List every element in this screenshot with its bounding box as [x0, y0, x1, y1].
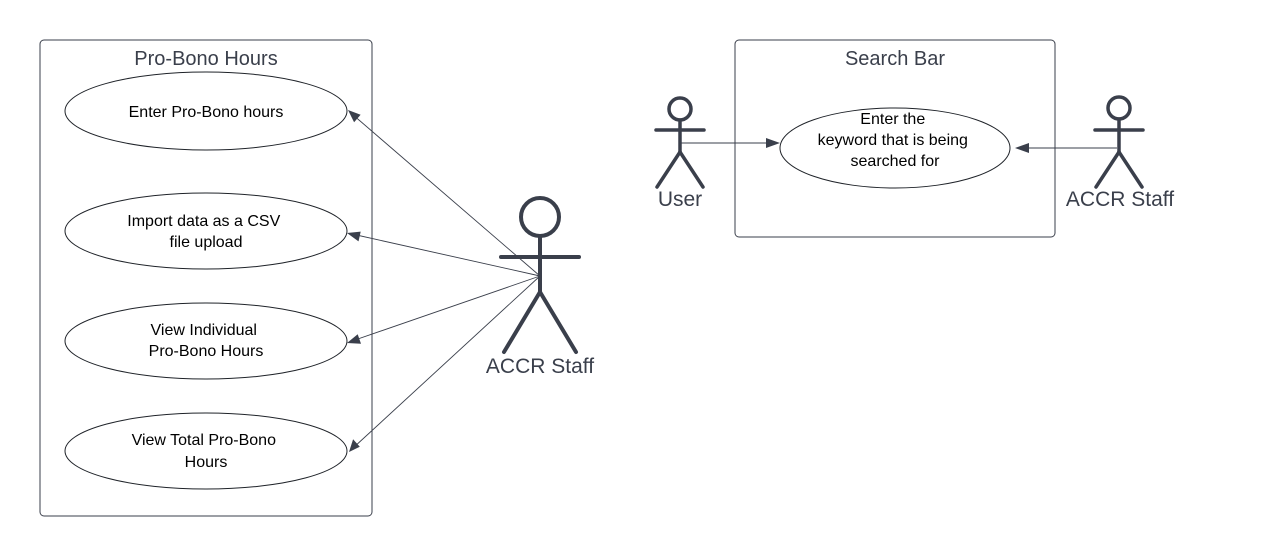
arrow-staff-search-icon [1015, 143, 1029, 153]
usecase-enter-hours-label: Enter Pro-Bono hours [129, 104, 284, 121]
usecase-enter-hours-ellipse [64, 71, 348, 151]
usecase-search-keyword-label: Enter the keyword that is being searched… [818, 111, 973, 170]
arrow-view-individual-icon [347, 334, 361, 344]
actor-accr-staff-main: ACCR Staff [486, 196, 594, 378]
usecase-import-csv-label: Import data as a CSV file upload [127, 213, 284, 251]
association-accr-staff-search [1015, 143, 1117, 153]
assoc-staff-enter-hours [351, 113, 541, 277]
arrow-user-search-icon [766, 138, 780, 148]
arrow-import-csv-icon [347, 231, 361, 242]
assoc-staff-view-total [352, 275, 541, 449]
usecase-import-csv: Import data as a CSV file upload [64, 192, 348, 270]
usecase-enter-hours: Enter Pro-Bono hours [64, 71, 348, 151]
association-user [680, 138, 780, 148]
actor-accr-staff-main-label: ACCR Staff [486, 355, 594, 378]
probono-boundary: Pro-Bono Hours [39, 39, 373, 517]
stick-figure-icon [1093, 95, 1145, 189]
usecase-view-individual-ellipse [64, 302, 348, 380]
arrow-view-total-icon [349, 439, 360, 452]
usecase-view-total-label: View Total Pro-Bono Hours [132, 432, 281, 471]
probono-boundary-title: Pro-Bono Hours [134, 48, 277, 70]
probono-boundary-box [39, 39, 373, 517]
assoc-staff-view-individual [351, 275, 541, 342]
usecase-view-total: View Total Pro-Bono Hours [64, 412, 348, 490]
assoc-staff-import-csv [351, 233, 541, 277]
usecase-search-keyword-ellipse [779, 107, 1011, 189]
arrow-enter-hours-icon [348, 110, 361, 123]
usecase-view-individual-label: View Individual Pro-Bono Hours [149, 322, 264, 360]
stick-figure-icon [499, 196, 581, 354]
search-boundary-title: Search Bar [845, 48, 945, 70]
associations-accr-staff-main [347, 110, 541, 452]
actor-accr-staff-search-label: ACCR Staff [1066, 188, 1174, 211]
usecase-view-total-ellipse [64, 412, 348, 490]
usecase-search-keyword: Enter the keyword that is being searched… [779, 107, 1011, 189]
actor-user: User [654, 96, 706, 211]
usecase-view-individual: View Individual Pro-Bono Hours [64, 302, 348, 380]
actor-user-label: User [658, 188, 702, 211]
actor-accr-staff-search: ACCR Staff [1066, 95, 1174, 211]
stick-figure-icon [654, 96, 706, 189]
usecase-import-csv-ellipse [64, 192, 348, 270]
